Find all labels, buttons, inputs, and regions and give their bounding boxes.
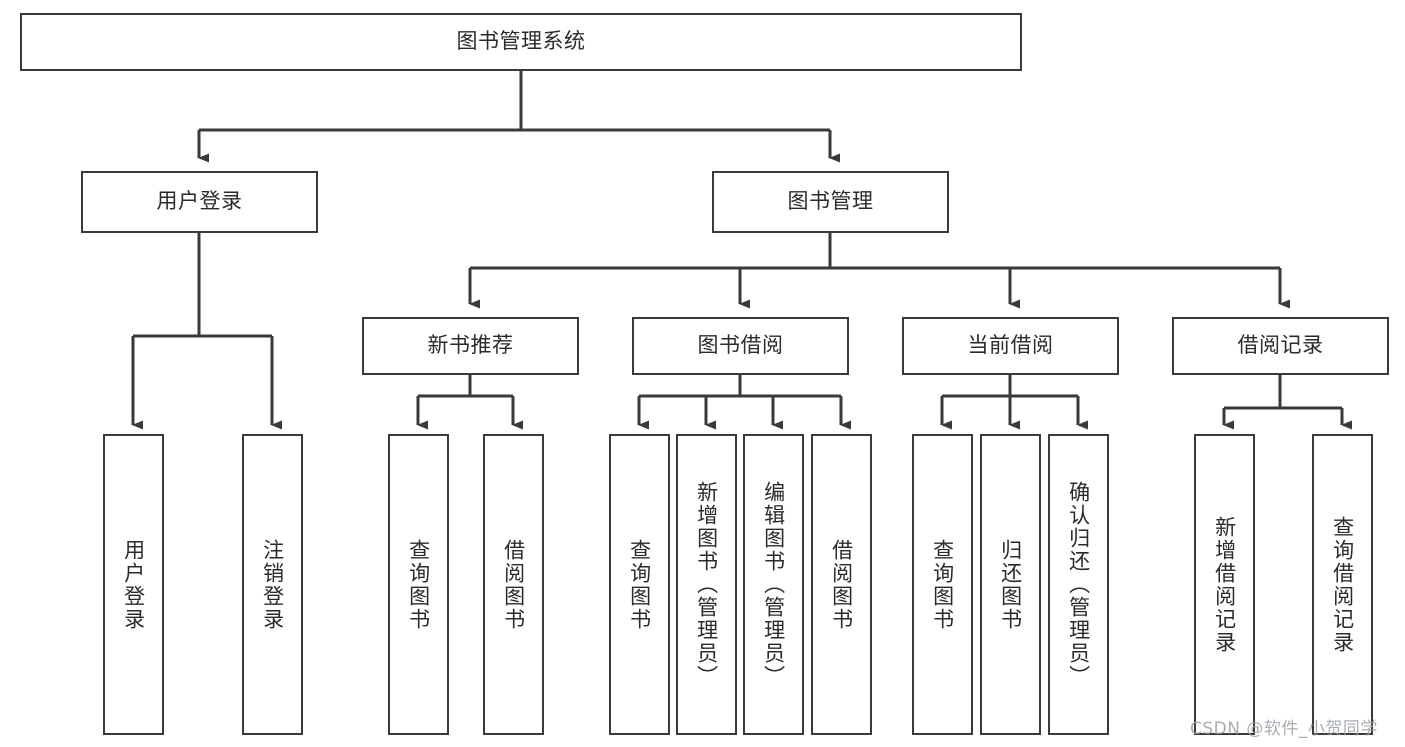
- node-leaf-user-logout[interactable]: 注销登录: [242, 434, 303, 735]
- node-leaf-add-book-label: 新增图书（管理员）: [694, 481, 719, 688]
- node-leaf-query-book-2[interactable]: 查询图书: [609, 434, 670, 735]
- node-leaf-borrow-book-2-label: 借阅图书: [829, 538, 854, 631]
- node-leaf-add-record-label: 新增借阅记录: [1212, 515, 1237, 654]
- node-book-manage-label: 图书管理: [787, 189, 874, 214]
- node-leaf-query-book-1[interactable]: 查询图书: [388, 434, 449, 735]
- node-leaf-borrow-book-1[interactable]: 借阅图书: [483, 434, 544, 735]
- node-leaf-query-book-3[interactable]: 查询图书: [912, 434, 973, 735]
- node-leaf-query-book-1-label: 查询图书: [406, 538, 431, 631]
- node-current-borrow-label: 当前借阅: [967, 333, 1054, 358]
- node-book-borrow[interactable]: 图书借阅: [632, 317, 849, 375]
- node-book-borrow-label: 图书借阅: [697, 333, 784, 358]
- node-user-login[interactable]: 用户登录: [81, 171, 318, 233]
- node-leaf-query-record[interactable]: 查询借阅记录: [1312, 434, 1373, 735]
- watermark: CSDN @软件_小贺同学: [1190, 719, 1378, 739]
- node-leaf-query-book-3-label: 查询图书: [930, 538, 955, 631]
- node-leaf-query-record-label: 查询借阅记录: [1330, 515, 1355, 654]
- node-leaf-user-login-label: 用户登录: [121, 538, 146, 631]
- node-root-label: 图书管理系统: [456, 29, 586, 54]
- node-leaf-confirm-return-label: 确认归还（管理员）: [1066, 481, 1091, 688]
- node-leaf-add-book[interactable]: 新增图书（管理员）: [676, 434, 737, 735]
- node-leaf-return-book[interactable]: 归还图书: [980, 434, 1041, 735]
- node-user-login-label: 用户登录: [156, 189, 243, 214]
- node-new-book-recommend-label: 新书推荐: [427, 333, 514, 358]
- node-leaf-borrow-book-2[interactable]: 借阅图书: [811, 434, 872, 735]
- node-leaf-user-logout-label: 注销登录: [260, 538, 285, 631]
- node-leaf-edit-book-label: 编辑图书（管理员）: [761, 481, 786, 688]
- node-new-book-recommend[interactable]: 新书推荐: [362, 317, 579, 375]
- node-leaf-edit-book[interactable]: 编辑图书（管理员）: [743, 434, 804, 735]
- node-borrow-record-label: 借阅记录: [1237, 333, 1324, 358]
- node-leaf-return-book-label: 归还图书: [998, 538, 1023, 631]
- node-book-manage[interactable]: 图书管理: [712, 171, 949, 233]
- node-borrow-record[interactable]: 借阅记录: [1172, 317, 1389, 375]
- node-leaf-user-login[interactable]: 用户登录: [103, 434, 164, 735]
- node-leaf-confirm-return[interactable]: 确认归还（管理员）: [1048, 434, 1109, 735]
- node-leaf-add-record[interactable]: 新增借阅记录: [1194, 434, 1255, 735]
- node-leaf-borrow-book-1-label: 借阅图书: [501, 538, 526, 631]
- node-current-borrow[interactable]: 当前借阅: [902, 317, 1119, 375]
- node-root[interactable]: 图书管理系统: [20, 13, 1022, 71]
- node-leaf-query-book-2-label: 查询图书: [627, 538, 652, 631]
